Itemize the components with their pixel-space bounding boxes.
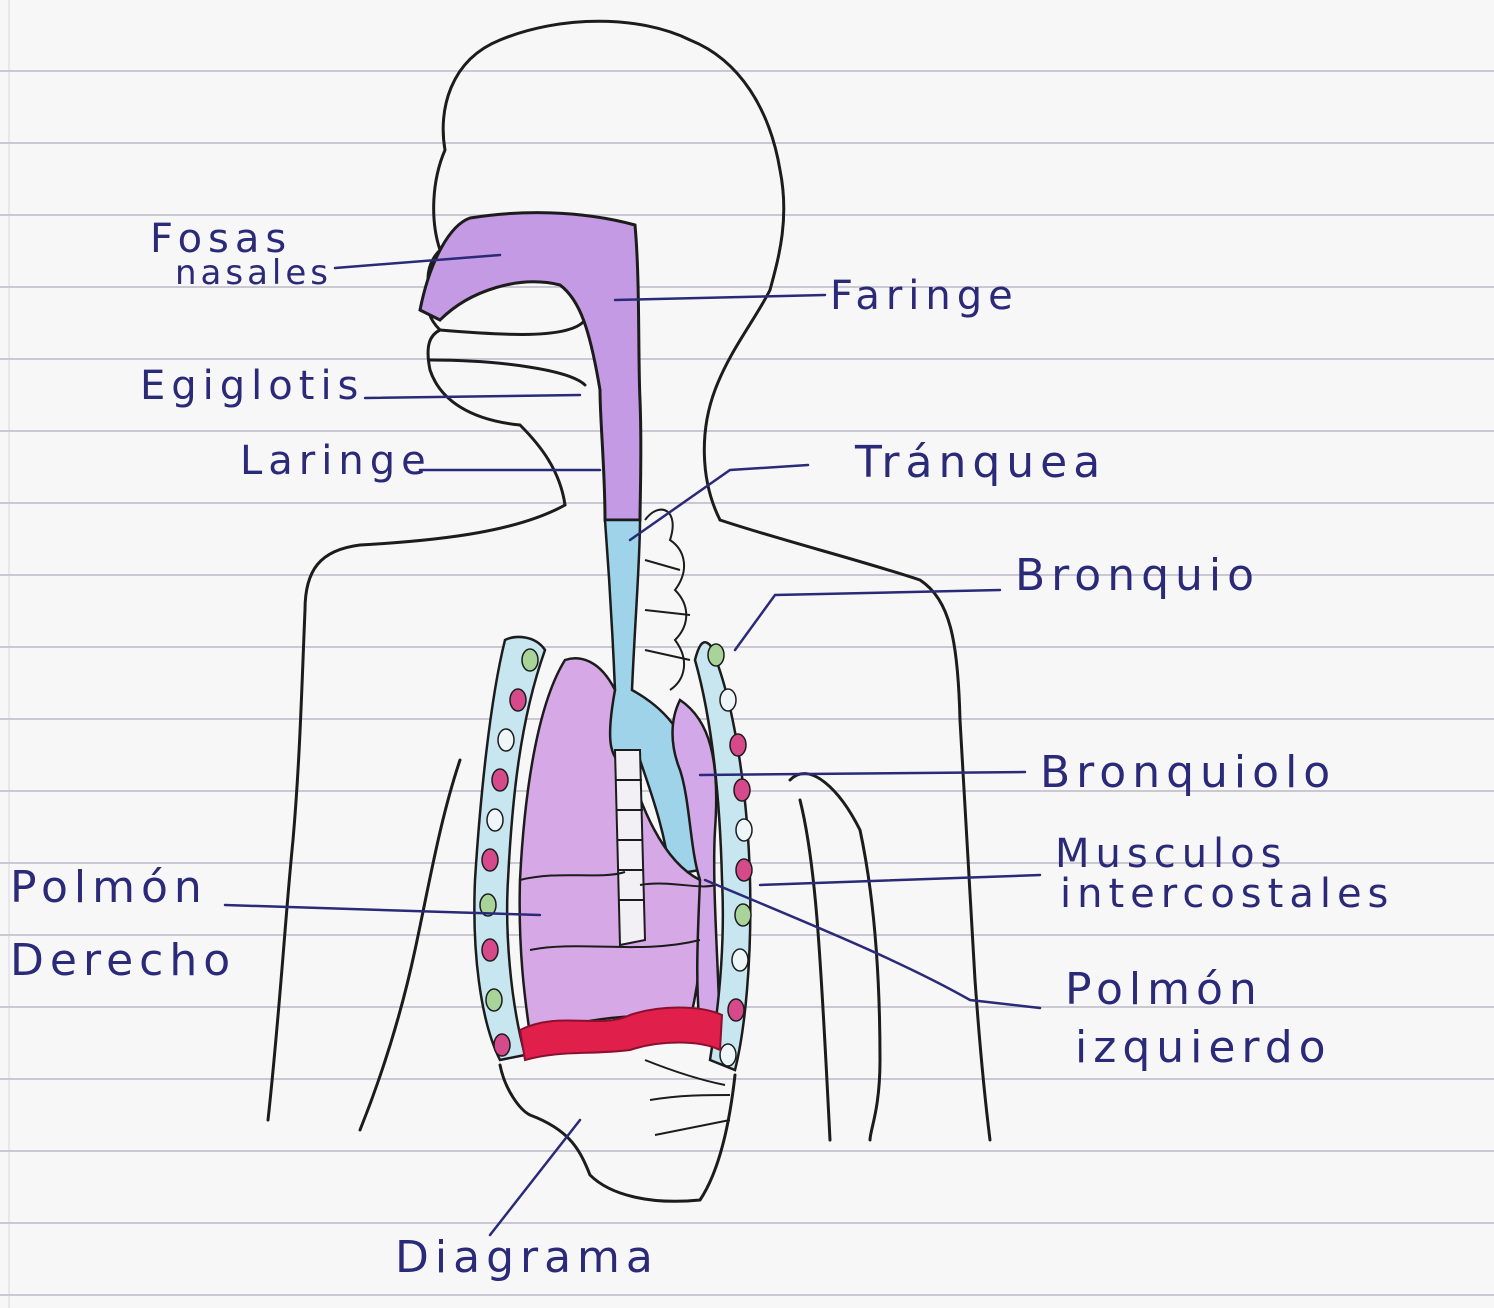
label-bronquio: Bronquio <box>1015 553 1260 599</box>
label-laringe: Laringe <box>240 440 432 482</box>
label-musculos-2: intercostales <box>1060 873 1394 915</box>
leader-faringe <box>615 295 825 300</box>
leader-bronquio <box>735 590 1000 650</box>
mouth-upper <box>440 320 585 334</box>
label-fosas-nasales-2: nasales <box>175 256 332 292</box>
arm-right-inner <box>790 774 880 1140</box>
label-pulmon-derecho-1: Polmón <box>10 865 208 911</box>
label-musculos-1: Musculos <box>1055 833 1287 875</box>
leader-epiglotis <box>365 395 580 398</box>
arm-left-inner <box>360 760 460 1130</box>
mouth-lower <box>430 360 585 385</box>
label-bronquiolo: Bronquiolo <box>1040 750 1336 796</box>
leader-diafragma <box>490 1120 580 1235</box>
lower-abdomen <box>500 1065 735 1201</box>
label-pulmon-izquierdo-1: Polmón <box>1065 967 1263 1013</box>
label-diafragma: Diagrama <box>395 1235 659 1281</box>
label-epiglotis: Egiglotis <box>140 365 364 407</box>
label-pulmon-izquierdo-2: izquierdo <box>1075 1025 1332 1071</box>
leader-bronquiolo <box>700 772 1025 775</box>
label-pulmon-derecho-2: Derecho <box>10 938 236 984</box>
arm-right-inner-2 <box>800 800 830 1140</box>
torso-left-outline <box>268 505 565 1120</box>
leader-traquea <box>630 465 808 540</box>
label-faringe: Faringe <box>830 275 1019 317</box>
label-traquea: Tránquea <box>855 440 1106 486</box>
leader-musculos <box>760 875 1040 885</box>
